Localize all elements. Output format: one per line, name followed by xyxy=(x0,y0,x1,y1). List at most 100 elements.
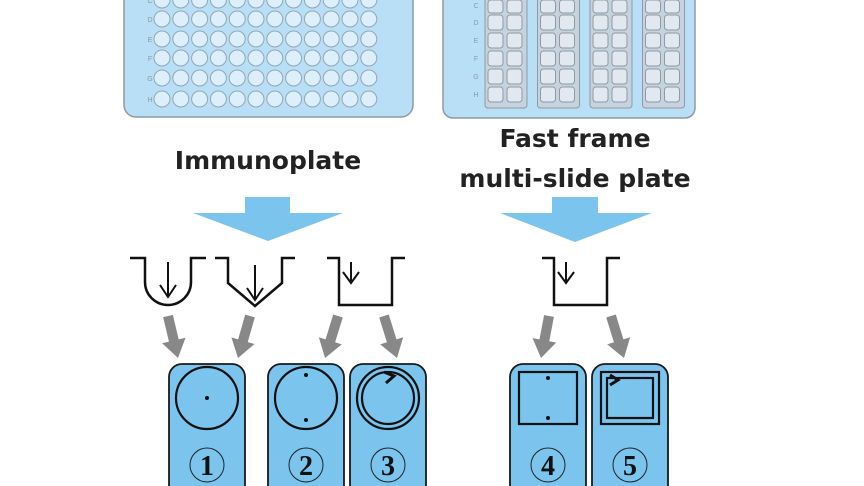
pad xyxy=(664,14,680,31)
well xyxy=(266,69,284,87)
well xyxy=(172,30,190,48)
well xyxy=(191,49,209,67)
pad xyxy=(559,32,575,49)
pad xyxy=(559,0,575,14)
row-label: H xyxy=(473,92,478,99)
fastframe-label-line1: Fast frame xyxy=(499,124,650,153)
well xyxy=(153,49,171,67)
card-2: 2 xyxy=(267,363,345,486)
card-4: 4 xyxy=(509,363,587,486)
pad xyxy=(487,50,504,67)
pad xyxy=(664,68,680,85)
pad xyxy=(611,14,628,31)
circle-two-dots-icon xyxy=(273,365,339,431)
well xyxy=(228,69,246,87)
well xyxy=(209,49,227,67)
gray-arrow xyxy=(379,314,404,358)
well xyxy=(266,10,284,28)
pad xyxy=(645,32,661,49)
well xyxy=(322,49,340,67)
pad xyxy=(559,86,575,103)
well xyxy=(228,0,246,9)
pad xyxy=(592,0,609,14)
well xyxy=(322,90,340,108)
well xyxy=(153,90,171,108)
pad xyxy=(645,0,661,14)
pad xyxy=(487,86,504,103)
well xyxy=(341,30,359,48)
pad xyxy=(487,0,504,14)
well xyxy=(303,30,321,48)
pad xyxy=(611,50,628,67)
gray-arrow xyxy=(162,314,186,358)
well xyxy=(285,10,303,28)
well xyxy=(303,0,321,9)
square-two-dots-icon xyxy=(517,370,579,426)
pad xyxy=(506,0,523,14)
pad xyxy=(487,68,504,85)
row-label: E xyxy=(474,38,479,45)
flat-bottom-well-icon xyxy=(542,256,620,307)
well xyxy=(209,0,227,9)
pad xyxy=(506,14,523,31)
pad xyxy=(487,14,504,31)
down-arrow-icon xyxy=(159,262,177,299)
pad xyxy=(664,32,680,49)
well xyxy=(247,10,265,28)
card-5: 5 xyxy=(591,363,669,486)
well xyxy=(228,30,246,48)
pad xyxy=(506,32,523,49)
down-arrow-icon xyxy=(557,262,575,285)
pad xyxy=(611,68,628,85)
row-label: C xyxy=(473,3,478,10)
well xyxy=(228,49,246,67)
row-label: G xyxy=(147,76,152,83)
well xyxy=(285,30,303,48)
gray-arrow xyxy=(606,314,631,358)
well xyxy=(172,90,190,108)
row-label: F xyxy=(474,56,478,63)
pad xyxy=(540,50,556,67)
well xyxy=(341,10,359,28)
row-label: E xyxy=(148,37,153,44)
pad xyxy=(540,0,556,14)
pad xyxy=(559,14,575,31)
pad xyxy=(540,32,556,49)
well xyxy=(228,90,246,108)
well xyxy=(172,49,190,67)
well xyxy=(247,0,265,9)
card-number: 1 xyxy=(200,451,214,482)
well xyxy=(191,30,209,48)
pad xyxy=(611,32,628,49)
well xyxy=(266,0,284,9)
pad xyxy=(592,86,609,103)
blue-arrow-right xyxy=(500,197,652,242)
well xyxy=(322,10,340,28)
pad xyxy=(592,14,609,31)
well xyxy=(247,90,265,108)
well xyxy=(153,0,171,9)
pad xyxy=(506,50,523,67)
well xyxy=(266,90,284,108)
fastframe-label-line2: multi-slide plate xyxy=(459,164,690,193)
well xyxy=(172,69,190,87)
well xyxy=(172,0,190,9)
well xyxy=(153,69,171,87)
number-circle xyxy=(370,447,406,483)
pad xyxy=(664,86,680,103)
well xyxy=(360,90,378,108)
square-rotation-icon xyxy=(599,370,661,426)
card-number: 3 xyxy=(381,451,395,482)
well xyxy=(228,10,246,28)
well xyxy=(360,30,378,48)
pad xyxy=(506,68,523,85)
row-label: D xyxy=(147,17,152,24)
well xyxy=(360,10,378,28)
well xyxy=(322,30,340,48)
well xyxy=(341,69,359,87)
card-number: 5 xyxy=(623,451,637,482)
well xyxy=(322,0,340,9)
pad xyxy=(664,50,680,67)
